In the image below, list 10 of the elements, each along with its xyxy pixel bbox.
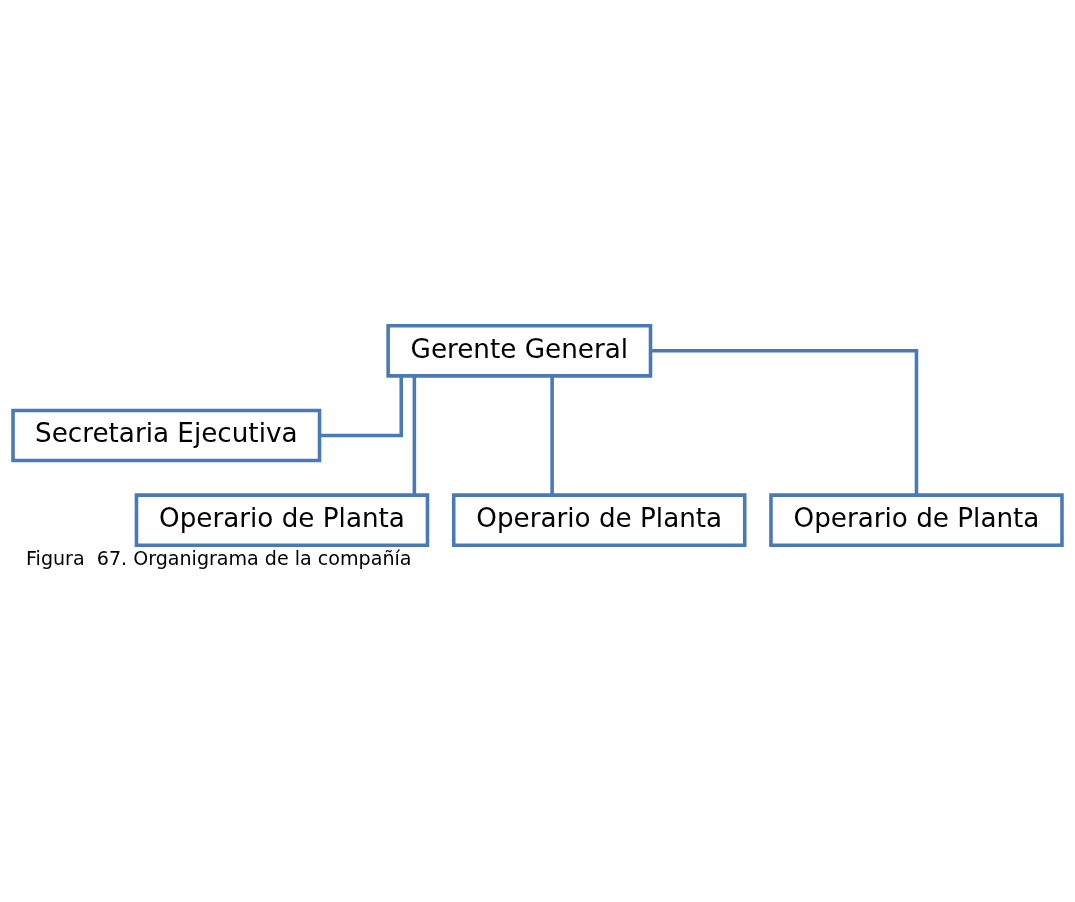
node-box: Operario de Planta <box>769 493 1064 547</box>
connector <box>550 376 554 495</box>
node-box: Operario de Planta <box>134 493 430 547</box>
node-box: Operario de Planta <box>451 493 747 547</box>
connector <box>412 376 417 495</box>
connector <box>319 376 404 438</box>
node-box: Secretaria Ejecutiva <box>11 408 322 463</box>
node-box: Gerente General <box>386 323 653 378</box>
caption: Figura 67. Organigrama de la compañía <box>26 547 412 570</box>
connector <box>651 349 919 495</box>
